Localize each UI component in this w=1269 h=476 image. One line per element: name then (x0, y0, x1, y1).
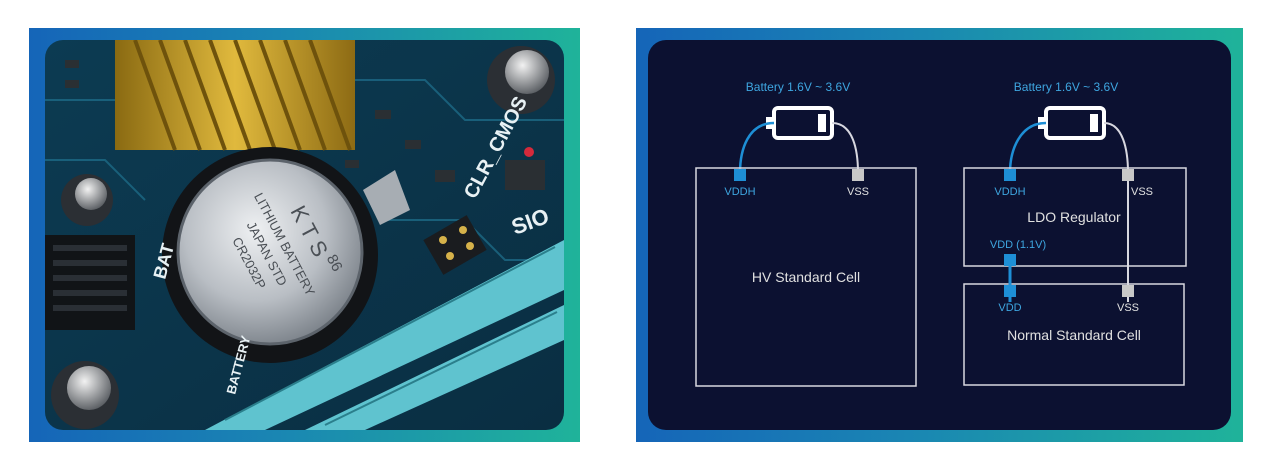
capacitor-left (61, 174, 113, 226)
wire-left-vss (831, 122, 859, 174)
label-right-vss-bottom: VSS (1117, 302, 1139, 314)
pin-left-vddh (734, 169, 746, 181)
wire-right-vddh (1008, 121, 1047, 174)
power-diagram: Battery 1.6V ~ 3.6V VDDH VSS HV Standard… (695, 80, 1187, 387)
diagram-frame: Battery 1.6V ~ 3.6V VDDH VSS HV Standard… (636, 28, 1243, 442)
diagram-panel: Battery 1.6V ~ 3.6V VDDH VSS HV Standard… (648, 40, 1231, 430)
black-connector (45, 235, 135, 330)
coin-battery: K T S LITHIUM BATTERY JAPAN STD CR2032P … (176, 158, 364, 346)
photo-frame: K T S LITHIUM BATTERY JAPAN STD CR2032P … (29, 28, 580, 442)
motherboard-photo: K T S LITHIUM BATTERY JAPAN STD CR2032P … (45, 40, 564, 430)
label-left-vddh: VDDH (724, 186, 755, 198)
capacitor-bottom-left (51, 361, 119, 429)
pin-right-vddh (1004, 169, 1016, 181)
pin-vdd-out (1004, 254, 1016, 266)
pci-slots (205, 240, 564, 430)
label-vdd-in: VDD (998, 302, 1021, 314)
pin-left-vss (852, 169, 864, 181)
label-vdd-out: VDD (1.1V) (990, 239, 1046, 251)
label-normal-standard-cell: Normal Standard Cell (1007, 327, 1141, 343)
normal-standard-cell-box (963, 283, 1185, 386)
smd-components (65, 60, 545, 190)
pin-right-vss-top (1122, 169, 1134, 181)
label-ldo-regulator: LDO Regulator (1027, 209, 1121, 225)
battery-left-label: Battery 1.6V ~ 3.6V (746, 80, 850, 94)
pin-right-vss-bottom (1122, 285, 1134, 297)
heatsink (115, 40, 355, 151)
battery-left: Battery 1.6V ~ 3.6V (746, 80, 850, 140)
wire-left-vddh (738, 121, 775, 174)
hv-standard-cell-box (695, 167, 917, 387)
clr-cmos-jumper (423, 215, 487, 275)
label-hv-standard-cell: HV Standard Cell (752, 269, 860, 285)
ldo-regulator-box (963, 167, 1187, 267)
label-right-vddh: VDDH (994, 186, 1025, 198)
battery-right-icon (1038, 106, 1106, 140)
battery-right: Battery 1.6V ~ 3.6V (1014, 80, 1118, 140)
battery-code: 86 (323, 252, 346, 275)
battery-left-icon (766, 106, 834, 140)
motherboard-illustration: K T S LITHIUM BATTERY JAPAN STD CR2032P … (45, 40, 564, 430)
label-left-vss: VSS (847, 186, 869, 198)
capacitor-top-right (487, 46, 555, 114)
battery-right-label: Battery 1.6V ~ 3.6V (1014, 80, 1118, 94)
label-right-vss-top: VSS (1131, 186, 1153, 198)
red-led (524, 147, 534, 157)
pin-vdd-in (1004, 285, 1016, 297)
